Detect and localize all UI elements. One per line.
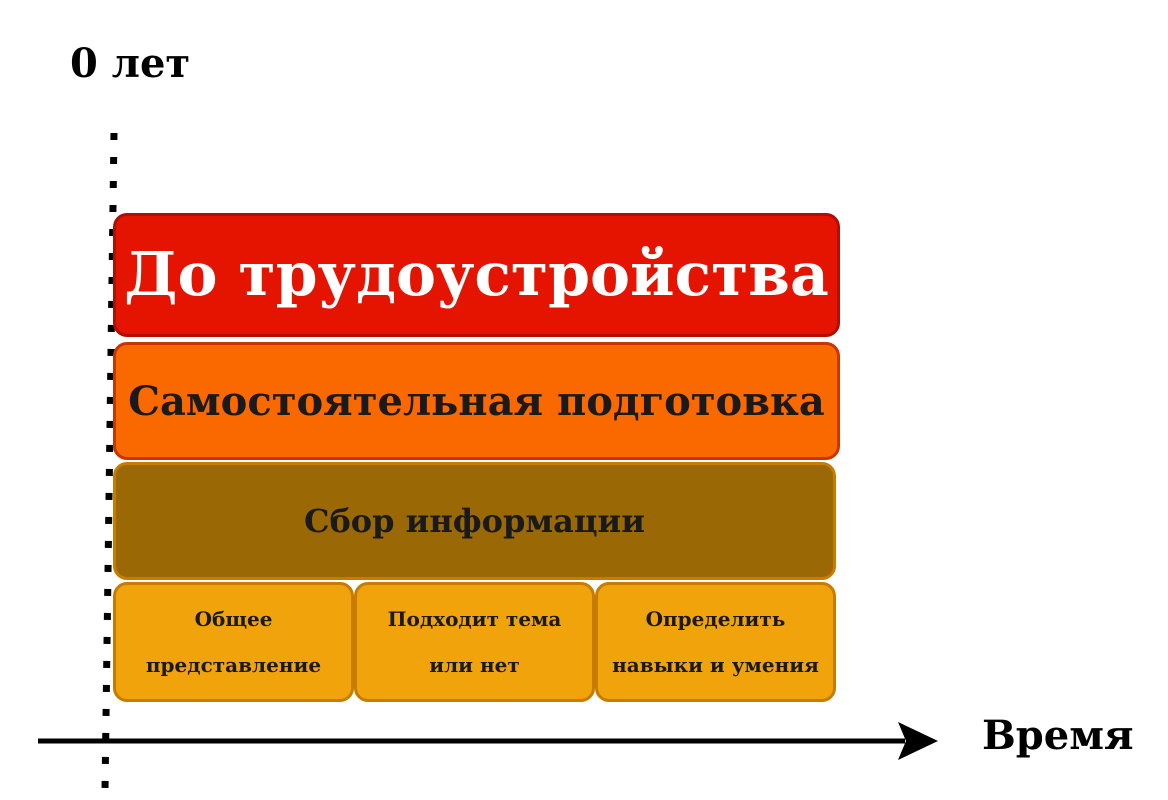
block-general-overview: Общее представление bbox=[113, 582, 354, 702]
block-before-employment: До трудоустройства bbox=[113, 213, 840, 337]
time-axis-arrowhead bbox=[898, 722, 938, 760]
block-information-gathering: Сбор информации bbox=[113, 462, 836, 580]
block-self-preparation: Самостоятельная подготовка bbox=[113, 342, 840, 460]
block-topic-fit: Подходит тема или нет bbox=[354, 582, 595, 702]
time-axis-label: Время bbox=[982, 712, 1134, 759]
block-skills: Определить навыки и умения bbox=[595, 582, 836, 702]
age-label: 0 лет bbox=[70, 40, 191, 87]
